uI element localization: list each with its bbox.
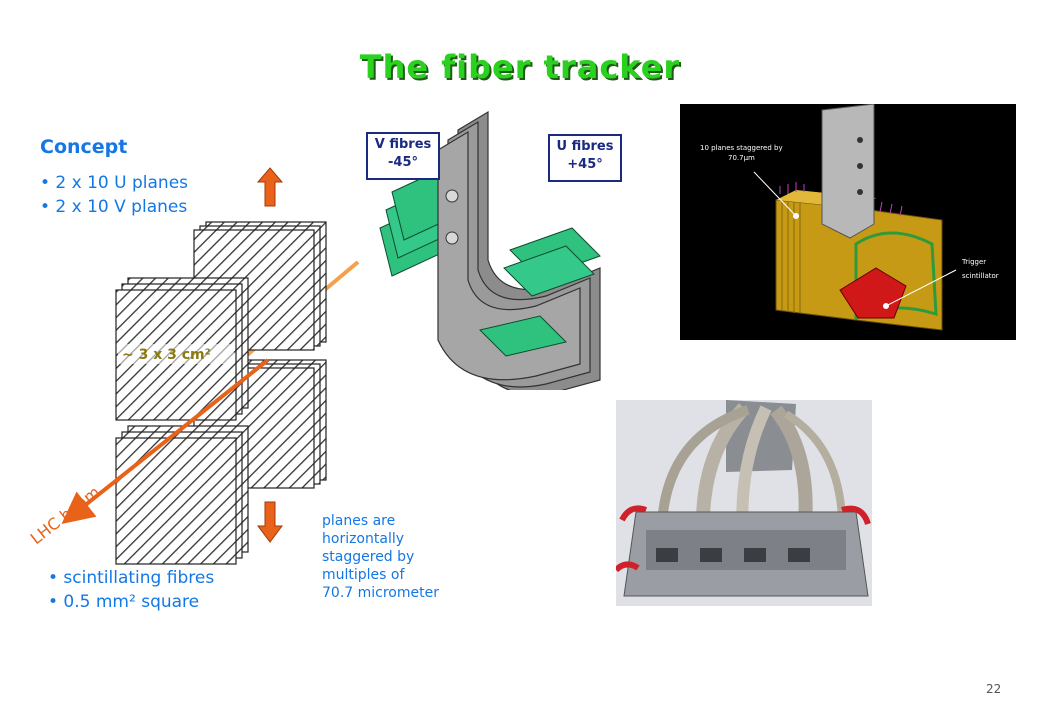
note-line: multiples of [322,567,405,583]
fibre-detector-drawing [379,110,601,390]
u-fibres-label: U fibres +45° [548,134,622,182]
render-graphic: 10 planes staggered by 70.7μm Trigger sc… [700,103,999,331]
render-annotation-scintillator: scintillator [962,272,999,280]
u-fibres-name: U fibres [556,139,614,154]
bullet-scintillating-fibres: • scintillating fibres [48,568,215,588]
fibre-holder-frames [437,110,601,390]
render-annotation-trigger: Trigger [961,258,986,266]
bullet-u-planes: • 2 x 10 U planes [40,173,189,193]
note-line: 70.7 micrometer [322,585,439,601]
assembly-photo-graphic [616,400,872,606]
page-number: 22 [986,682,1002,696]
stagger-note: planes are horizontally staggered by mul… [322,512,472,602]
fibre-sheets-right [479,227,601,357]
area-label: ~ 3 x 3 cm² [122,347,211,363]
arrow-up-icon [256,167,284,207]
note-line: horizontally [322,531,405,547]
u-fibres-angle: +45° [567,157,603,172]
arrow-down-icon [257,501,283,543]
render-annotation-planes: 10 planes staggered by [700,144,783,152]
beam-arrow [61,358,270,524]
render-annotation-pitch: 70.7μm [728,154,755,162]
concept-heading: Concept [40,136,128,158]
plane-stack-front-bottom [115,425,249,565]
bullet-fibre-square: • 0.5 mm² square [48,592,200,612]
bullet-v-planes: • 2 x 10 V planes [40,197,188,217]
v-fibres-label: V fibres -45° [366,132,440,180]
v-fibres-angle: -45° [388,155,418,170]
v-fibres-name: V fibres [374,137,432,152]
detector-render: 10 planes staggered by 70.7μm Trigger sc… [680,103,1016,340]
slide-title: The fiber tracker [359,48,681,86]
beam-label: LHC beam [27,482,104,548]
note-line: planes are [322,513,396,529]
note-line: staggered by [322,549,415,565]
assembly-photo [616,400,872,606]
